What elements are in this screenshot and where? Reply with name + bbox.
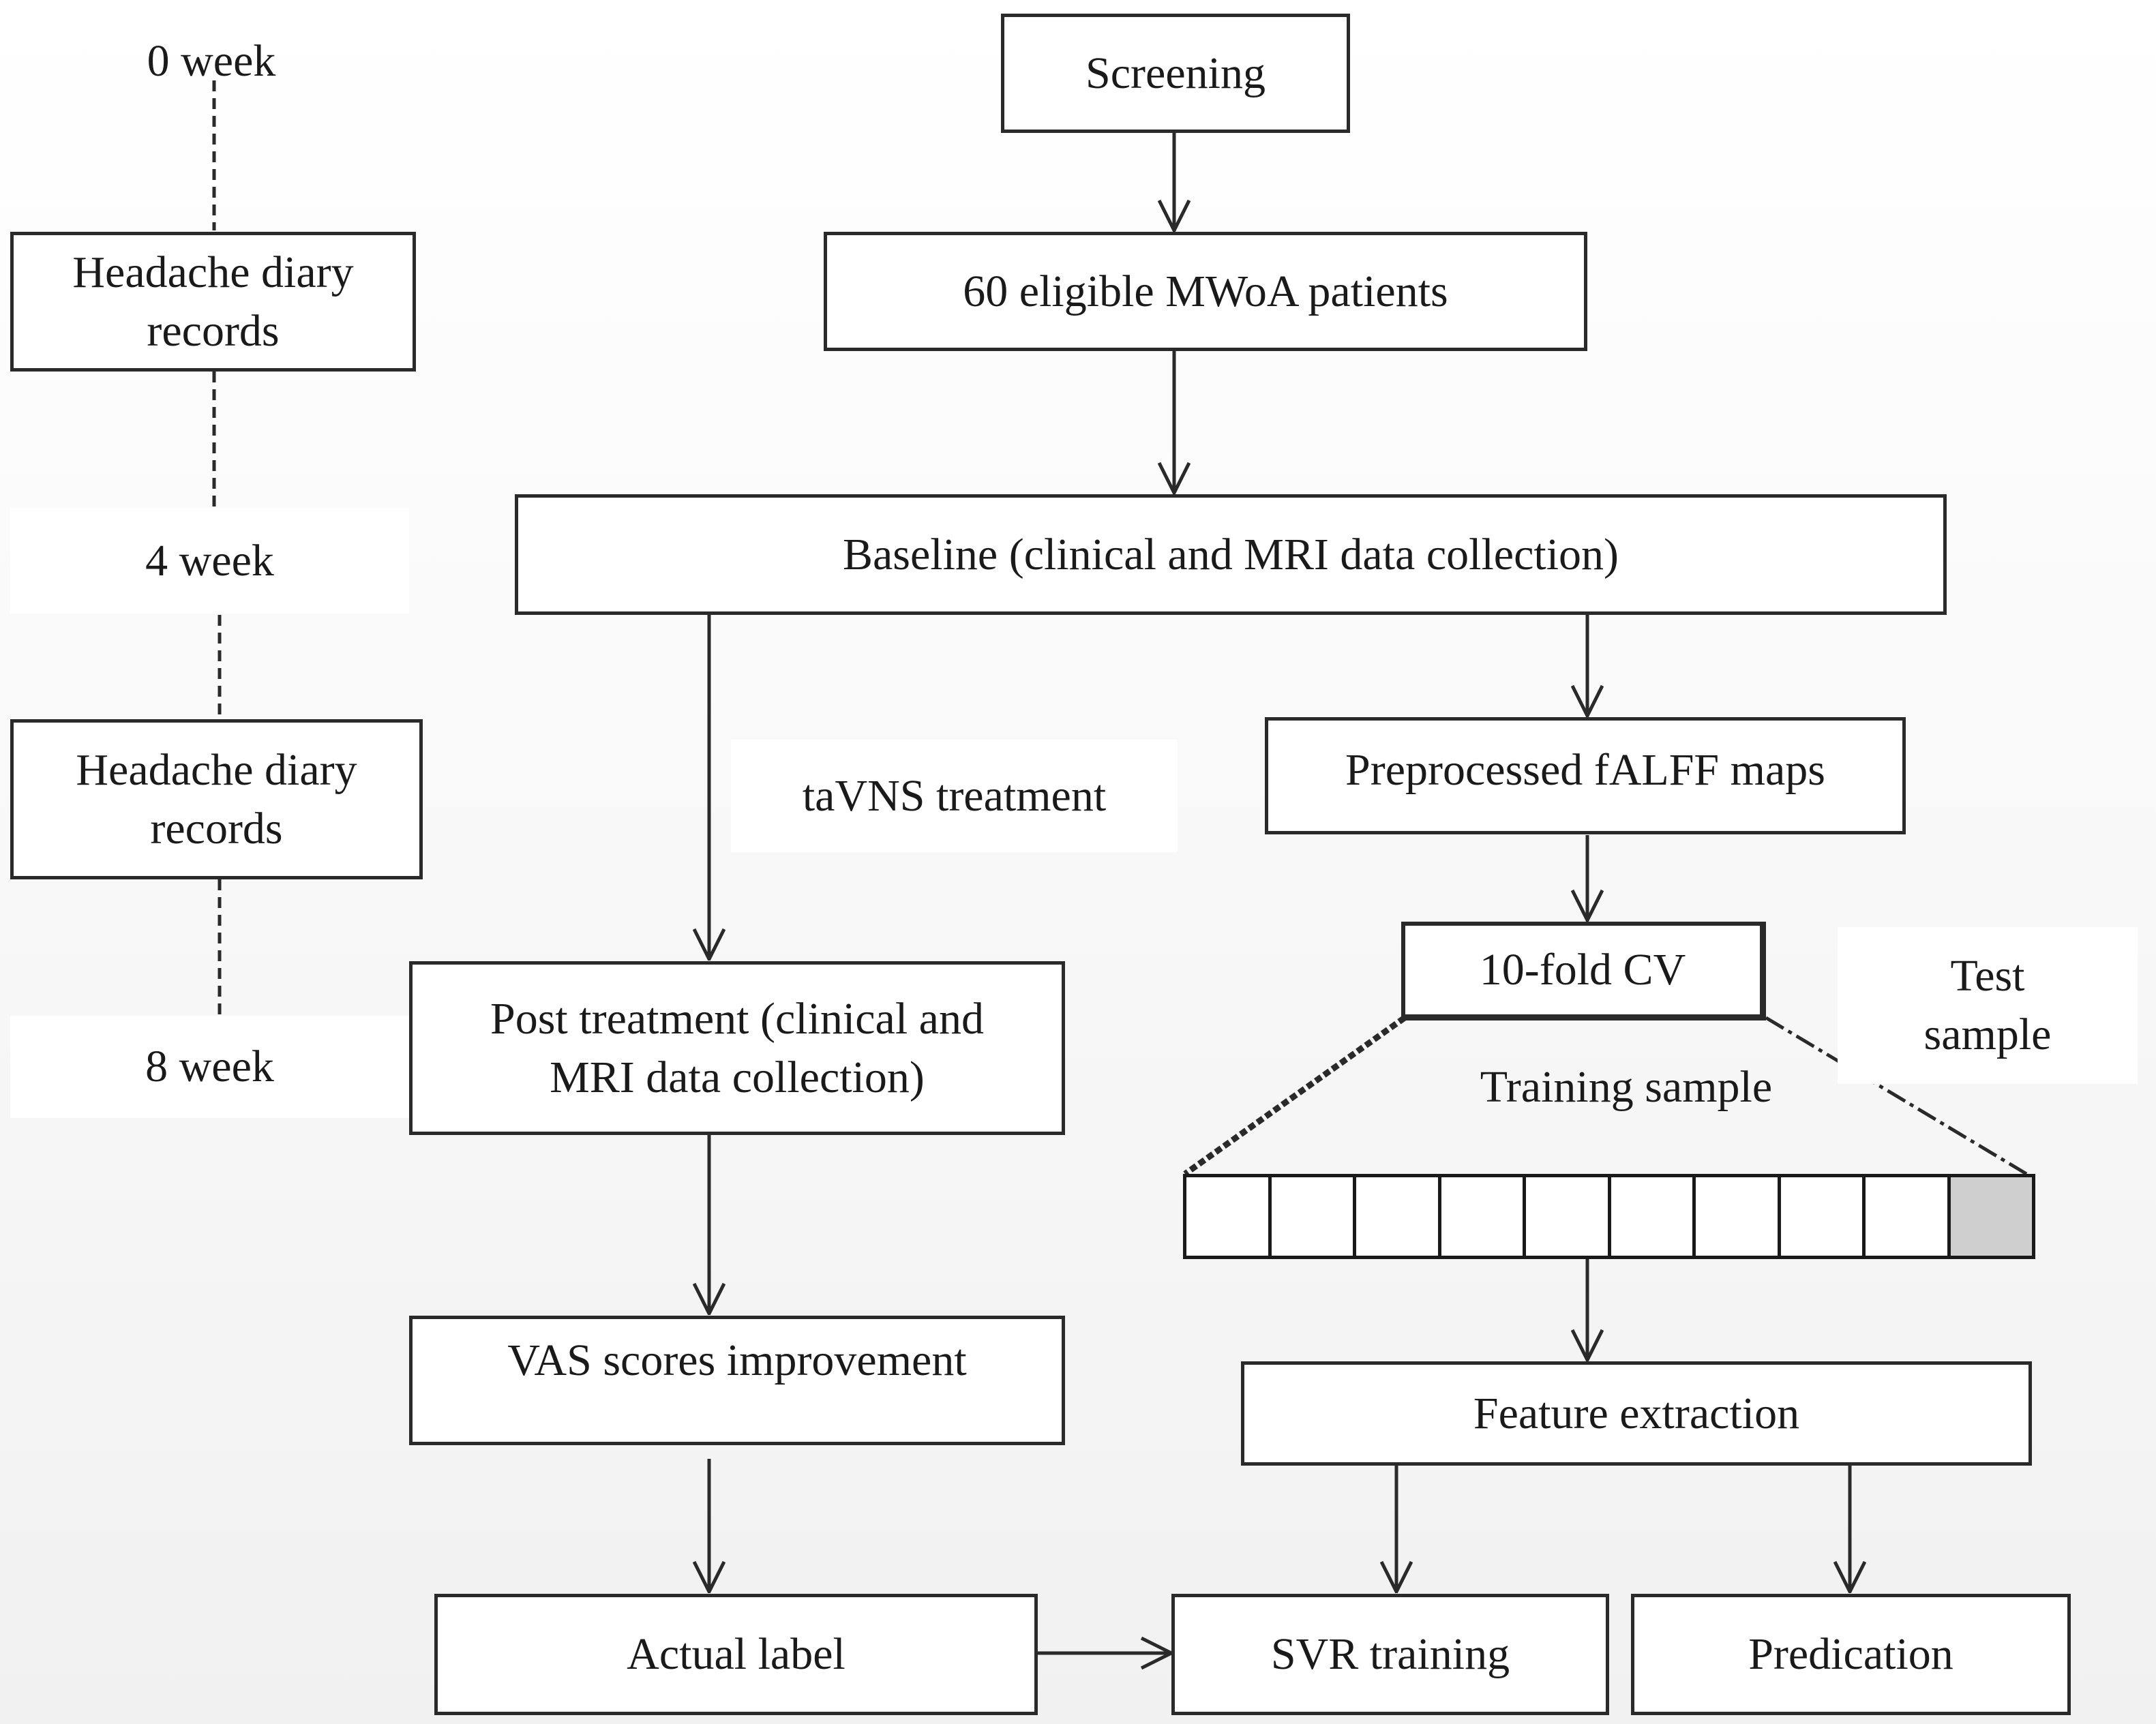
actual-label-box: Actual label [434,1594,1038,1715]
eligible-patients-box: 60 eligible MWoA patients [824,232,1587,351]
training-sample-label: Training sample [1401,1036,1851,1138]
fold-cell-train [1268,1174,1356,1259]
fold-cell-train [1862,1174,1951,1259]
prediction-box: Predication [1631,1594,2071,1715]
fold-cell-train [1607,1174,1696,1259]
ten-fold-cv-box: 10-fold CV [1401,922,1766,1020]
fold-cell-train [1777,1174,1866,1259]
fold-cell-train [1523,1174,1611,1259]
vas-scores-box: VAS scores improvement [409,1316,1065,1445]
diary-1-line-2: records [147,305,280,356]
fold-cell-train [1183,1174,1272,1259]
headache-diary-box-2: Headache diary records [10,719,423,879]
training-sample-text: Training sample [1480,1062,1773,1112]
screening-text: Screening [1086,48,1266,98]
fold-cell-train [1692,1174,1781,1259]
vas-text: VAS scores improvement [507,1335,967,1385]
week-4-label: 4 week [10,508,409,614]
flow-arrows [709,133,1850,1653]
falff-text: Preprocessed fALFF maps [1345,745,1825,795]
cv-zoom-lines [1183,1015,2028,1177]
feature-extraction-text: Feature extraction [1473,1388,1800,1438]
fold-cell-train [1353,1174,1441,1259]
test-sample-label: Test sample [1838,927,2138,1084]
week-8-label: 8 week [10,1016,409,1118]
feature-extraction-box: Feature extraction [1241,1361,2032,1466]
test-sample-line-1: Test [1950,951,2025,1001]
baseline-text: Baseline (clinical and MRI data collecti… [842,529,1619,579]
post-treatment-line-2: MRI data collection) [550,1052,925,1102]
week-4-text: 4 week [145,535,274,586]
post-treatment-box: Post treatment (clinical and MRI data co… [409,961,1065,1135]
post-treatment-line-1: Post treatment (clinical and [490,993,984,1044]
test-sample-line-2: sample [1923,1010,2052,1059]
prediction-text: Predication [1748,1629,1953,1679]
week-0-text: 0 week [147,36,276,86]
diary-2-line-2: records [150,803,283,853]
diary-1-line-1: Headache diary [72,247,354,297]
week-8-text: 8 week [145,1042,274,1091]
cv-text: 10-fold CV [1479,945,1686,995]
week-0-label: 0 week [102,27,320,95]
diary-2-line-1: Headache diary [76,744,357,795]
baseline-box: Baseline (clinical and MRI data collecti… [515,494,1947,615]
fold-cell-test [1947,1174,2035,1259]
falff-maps-box: Preprocessed fALFF maps [1265,717,1906,834]
headache-diary-box-1: Headache diary records [10,232,416,372]
screening-box: Screening [1001,14,1350,133]
tavns-treatment-label: taVNS treatment [731,740,1178,852]
actual-label-text: Actual label [627,1629,845,1679]
svr-training-box: SVR training [1171,1594,1609,1715]
eligible-text: 60 eligible MWoA patients [963,266,1448,316]
fold-strip [1183,1174,2035,1259]
fold-cell-train [1437,1174,1526,1259]
tavns-text: taVNS treatment [802,770,1107,821]
svr-training-text: SVR training [1270,1629,1510,1679]
